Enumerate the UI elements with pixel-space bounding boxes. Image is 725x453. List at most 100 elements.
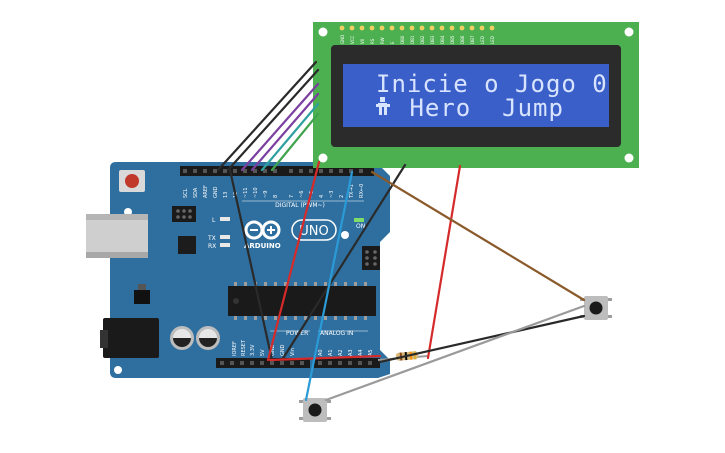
pin-label: A2 (338, 349, 344, 356)
voltage-regulator-tab (138, 284, 146, 290)
pin-label: 5V (260, 349, 266, 356)
wire-blue-button (304, 170, 354, 402)
lcd-pin-label: VCC (350, 35, 355, 44)
lcd-pin-label: DB7 (470, 35, 475, 44)
usb-connector-edge (86, 214, 148, 220)
pin-label: A3 (348, 349, 354, 356)
lcd-pin-label: DB2 (420, 35, 425, 44)
pushbutton-right[interactable] (580, 296, 612, 320)
pin-label: A4 (358, 349, 364, 356)
on-led (354, 218, 364, 222)
rx-led (220, 243, 230, 247)
analog-header (314, 358, 380, 368)
on-label: ON (356, 223, 365, 230)
pin-label: SDA (193, 187, 199, 198)
wire-black-to-gnd (228, 168, 274, 362)
wire-black-gnd-lcd (216, 60, 318, 172)
tx-led (220, 235, 230, 239)
power-jack (103, 318, 159, 358)
mount-hole (341, 231, 349, 239)
pin-label: 3.3V (250, 344, 256, 356)
pin-label: RX←0 (359, 184, 365, 198)
pin-label: AREF (203, 185, 209, 198)
usb-chip (178, 236, 196, 254)
capacitor-stripe (173, 338, 191, 347)
wire-purple (240, 82, 320, 172)
wires (216, 60, 586, 402)
pin-label: ~5 (309, 191, 315, 198)
lcd-pin-label: RS (370, 38, 375, 44)
wire-brown-button (370, 170, 586, 302)
pin-label: GND (213, 186, 219, 198)
lcd-pin-label: GND (340, 35, 345, 44)
lcd-pin-label: E (390, 41, 395, 44)
pin-label: RESET (241, 339, 247, 356)
pin-label: ~11 (243, 187, 249, 198)
pin-label: SCL (183, 188, 189, 198)
pin-label: TX→1 (349, 184, 355, 199)
running-hero-icon (376, 97, 390, 115)
arduino-uno-board[interactable]: SCL SDA AREF GND 13 12 ~11 ~10 ~9 8 7 ~6… (86, 162, 390, 378)
pin-label: IOREF (232, 341, 238, 356)
usb-connector (86, 214, 148, 258)
wire-gray-button (324, 304, 586, 402)
wire-red-bottom (268, 354, 382, 362)
arduino-logo (244, 220, 281, 240)
wire-green (270, 112, 320, 172)
uno-badge (291, 219, 337, 241)
pin-label: A5 (368, 349, 374, 356)
voltage-regulator (134, 290, 150, 304)
pin-label: ~6 (299, 191, 305, 198)
wire-teal (260, 102, 320, 172)
l-led (220, 217, 230, 221)
pin-label: 13 (223, 192, 229, 198)
rx-label: RX (208, 243, 216, 250)
pin-label: GND (280, 344, 286, 356)
atmega-chip (228, 286, 376, 316)
reset-button[interactable] (125, 174, 139, 188)
pin-label: Vin (290, 348, 296, 356)
lcd-module[interactable]: GND VCC V0 RS RW E DB0 DB1 DB2 DB3 DB4 D… (313, 22, 639, 168)
wire-red-lcd-resistor (426, 164, 462, 360)
icsp-header-1 (172, 206, 196, 222)
lcd-pin-label: LED (490, 36, 495, 44)
lcd-pin-label: V0 (360, 38, 365, 44)
pushbutton-left[interactable] (299, 398, 331, 422)
bottom-header-pins (220, 361, 372, 365)
arduino-brand: ARDUINO (244, 242, 281, 250)
lcd-pin-label: DB0 (400, 35, 405, 44)
pin-label: ~9 (263, 191, 269, 198)
digital-header-pins (183, 169, 363, 173)
mount-hole (114, 366, 122, 374)
lcd-pin-label: RW (380, 37, 385, 44)
lcd-pin-row (339, 25, 495, 31)
power-jack-tab (100, 330, 108, 348)
icsp-header-2 (362, 246, 380, 270)
capacitor-stripe (199, 338, 217, 347)
chip-notch (233, 298, 239, 304)
analog-header-label: ANALOG IN (320, 330, 353, 337)
l-label: L (212, 217, 216, 224)
pin-label: ~3 (329, 191, 335, 198)
pin-label: ~10 (253, 187, 259, 198)
pin-label: 8 (273, 195, 279, 198)
lcd-pin-label: DB5 (450, 35, 455, 44)
wire-black-button (378, 314, 586, 364)
lcd-pin-label: DB3 (430, 35, 435, 44)
tx-label: TX (207, 235, 216, 242)
pin-label: A1 (328, 349, 334, 356)
lcd-mount-hole (318, 27, 328, 37)
atmega-chip-pins (234, 282, 367, 320)
lcd-line-2: Hero Jump (394, 94, 564, 122)
wire-purple-2 (250, 92, 320, 172)
lcd-pin-labels: GND VCC V0 RS RW E DB0 DB1 DB2 DB3 DB4 D… (340, 35, 495, 44)
pin-label: 7 (289, 195, 295, 198)
pin-label: GND (270, 344, 276, 356)
lcd-screen (343, 64, 609, 127)
digital-header-label: DIGITAL (PWM~) (275, 202, 325, 209)
lcd-pin-label: DB6 (460, 35, 465, 44)
usb-connector-edge (86, 252, 148, 258)
uno-label: UNO (299, 224, 328, 239)
pin-label: A0 (318, 349, 324, 356)
